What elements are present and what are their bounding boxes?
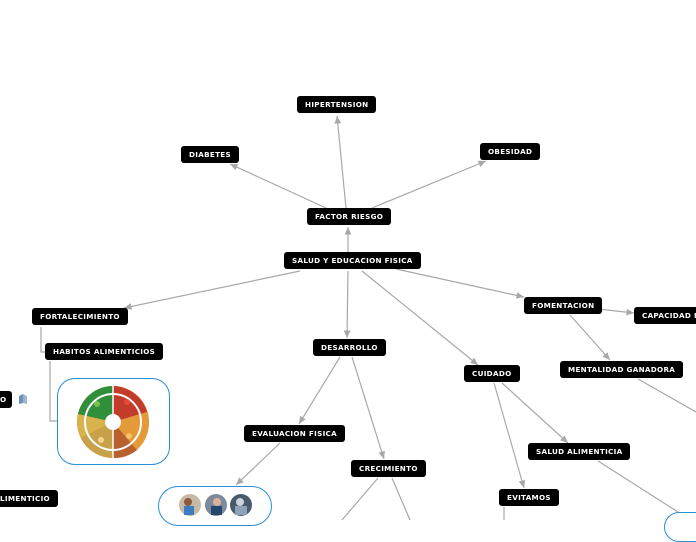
node-hipertension[interactable]: HIPERTENSION [297, 96, 376, 113]
food-wheel-image[interactable] [57, 378, 170, 465]
edge-fomentacion-capacidad [598, 309, 634, 313]
food-wheel-graphic [57, 378, 170, 465]
edge-salud-fortalecimiento [124, 271, 300, 308]
node-evitamos[interactable]: EVITAMOS [499, 489, 559, 506]
node-salud-alimenticia[interactable]: SALUD ALIMENTICIA [528, 443, 630, 460]
node-desarrollo[interactable]: DESARROLLO [313, 339, 386, 356]
edge-factor-diabetes [230, 164, 326, 208]
node-diabetes[interactable]: DIABETES [181, 146, 239, 163]
photo-thumbnail-3 [229, 493, 253, 517]
node-mentalidad-ganadora[interactable]: MENTALIDAD GANADORA [560, 361, 683, 378]
node-evaluacion-fisica[interactable]: EVALUACION FISICA [244, 425, 345, 442]
edge-evaluacion-photos [236, 443, 280, 485]
book-icon [17, 393, 29, 405]
photo-thumbnail-2 [204, 493, 228, 517]
edge-crecimiento-offscreen-right [392, 478, 410, 520]
node-partial-alimenticio[interactable]: LIMENTICIO [0, 490, 58, 507]
offscreen-bubble-right [664, 512, 696, 542]
edge-factor-obesidad [372, 161, 486, 208]
node-salud-educacion-fisica[interactable]: SALUD Y EDUCACION FISICA [284, 252, 421, 269]
node-capacidad[interactable]: CAPACIDAD M [634, 307, 696, 324]
edge-saludalim-offscreen [598, 461, 678, 512]
node-fortalecimiento[interactable]: FORTALECIMIENTO [32, 308, 128, 325]
photo-thumbnails[interactable] [158, 486, 272, 526]
node-crecimiento[interactable]: CRECIMIENTO [351, 460, 426, 477]
edge-factor-hipertension [337, 116, 346, 208]
edge-salud-desarrollo [347, 271, 348, 338]
edge-mentalidad-offscreen [638, 379, 696, 412]
node-factor-riesgo[interactable]: FACTOR RIESGO [307, 208, 391, 225]
node-habitos-alimenticios[interactable]: HABITOS ALIMENTICIOS [45, 343, 163, 360]
edge-fomentacion-mentalidad [570, 315, 610, 360]
edge-cuidado-saludalim [502, 383, 568, 443]
node-fomentacion[interactable]: FOMENTACION [524, 297, 602, 314]
edge-desarrollo-evaluacion [299, 357, 340, 424]
edge-desarrollo-crecimiento [352, 357, 384, 459]
edge-crecimiento-offscreen-left [342, 478, 378, 520]
node-cuidado[interactable]: CUIDADO [464, 365, 520, 382]
node-obesidad[interactable]: OBESIDAD [480, 143, 540, 160]
photo-thumbnail-1 [178, 493, 202, 517]
edge-salud-fomentacion [396, 269, 524, 297]
node-partial-left[interactable]: O [0, 391, 12, 408]
